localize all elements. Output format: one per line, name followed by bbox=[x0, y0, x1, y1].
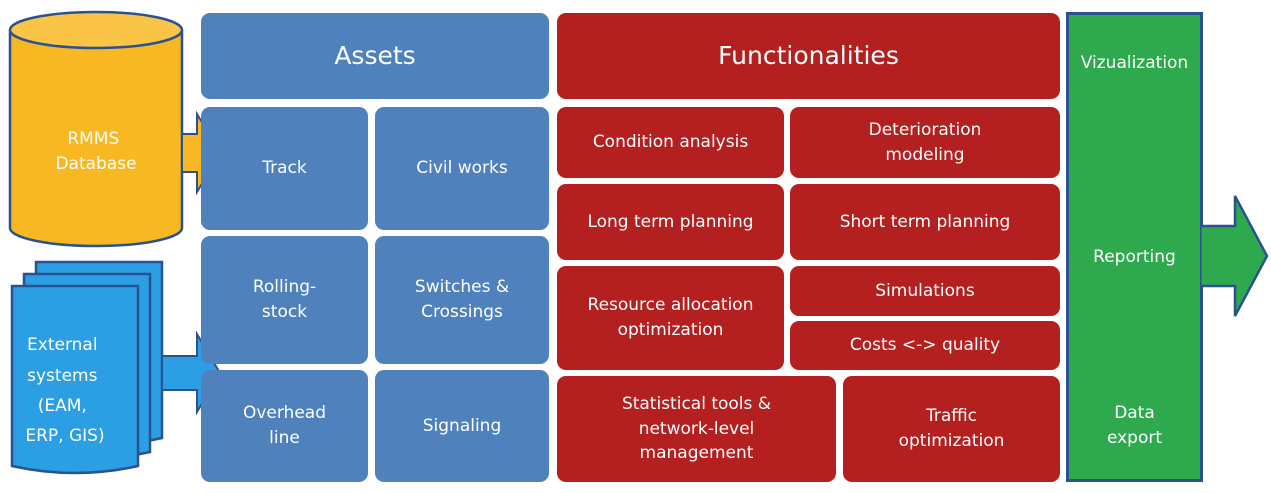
func-long-term-planning: Long term planning bbox=[557, 184, 784, 260]
func-traffic-optimization: Traffic optimization bbox=[843, 376, 1060, 482]
func-short-term-planning: Short term planning bbox=[790, 184, 1060, 260]
database-label: RMMS Database bbox=[55, 129, 136, 174]
func-resource-allocation: Resource allocation optimization bbox=[557, 266, 784, 370]
outputs-column: Vizualization Reporting Data export bbox=[1066, 12, 1203, 482]
asset-civil-works: Civil works bbox=[375, 107, 549, 230]
output-reporting: Reporting bbox=[1093, 247, 1176, 267]
output-data-export: Data export bbox=[1106, 403, 1163, 448]
external-systems-label: External systems (EAM, ERP, GIS) bbox=[25, 335, 104, 446]
func-costs-quality: Costs <-> quality bbox=[790, 321, 1060, 370]
func-statistical-tools: Statistical tools & network-level manage… bbox=[557, 376, 836, 482]
asset-overhead-line: Overhead line bbox=[201, 370, 368, 482]
asset-rolling-stock: Rolling- stock bbox=[201, 236, 368, 364]
func-deterioration-modeling: Deterioration modeling bbox=[790, 107, 1060, 178]
output-arrow-icon bbox=[1201, 195, 1269, 317]
func-simulations: Simulations bbox=[790, 266, 1060, 316]
documents-icon bbox=[10, 260, 164, 475]
asset-switches-crossings: Switches & Crossings bbox=[375, 236, 549, 364]
asset-signaling: Signaling bbox=[375, 370, 549, 482]
asset-track: Track bbox=[201, 107, 368, 230]
assets-header: Assets bbox=[201, 13, 549, 99]
output-vizualization: Vizualization bbox=[1080, 53, 1189, 73]
data-sources: RMMS Database External systems (EAM, ERP… bbox=[8, 10, 222, 475]
func-condition-analysis: Condition analysis bbox=[557, 107, 784, 178]
functionalities-header: Functionalities bbox=[557, 13, 1060, 99]
database-icon bbox=[8, 10, 184, 248]
